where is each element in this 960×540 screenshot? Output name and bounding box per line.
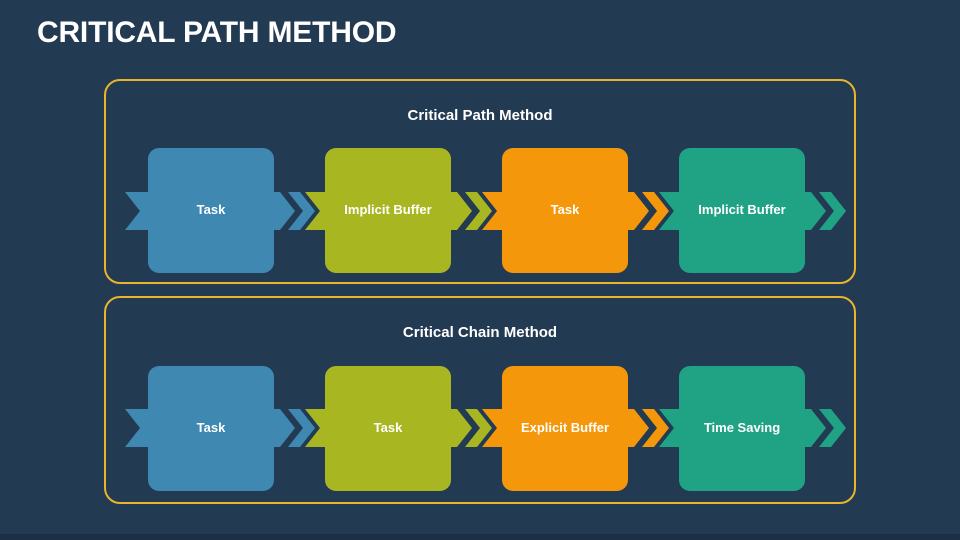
step-box-task: Task (325, 366, 451, 491)
step-label: Time Saving (703, 420, 781, 436)
step-label: Task (196, 202, 226, 218)
step-label: Explicit Buffer (520, 420, 610, 436)
step-box-implicit-buffer: Implicit Buffer (325, 148, 451, 273)
step-label: Task (550, 202, 580, 218)
step-label: Implicit Buffer (698, 202, 786, 218)
step-box-explicit-buffer: Explicit Buffer (502, 366, 628, 491)
slide-title: CRITICAL PATH METHOD (37, 16, 397, 49)
step-label: Implicit Buffer (344, 202, 432, 218)
step-label: Task (196, 420, 226, 436)
panel-critical-path-method: Critical Path Method Task Implicit Buffe… (104, 79, 856, 284)
step-box-task: Task (148, 148, 274, 273)
step-label: Task (373, 420, 403, 436)
step-box-task: Task (502, 148, 628, 273)
panel-title: Critical Chain Method (402, 324, 558, 341)
step-box-implicit-buffer: Implicit Buffer (679, 148, 805, 273)
bottom-edge-shadow (0, 534, 960, 540)
step-box-time-saving: Time Saving (679, 366, 805, 491)
step-box-task: Task (148, 366, 274, 491)
panel-critical-chain-method: Critical Chain Method Task Task Explicit… (104, 296, 856, 504)
panel-title: Critical Path Method (407, 107, 553, 124)
